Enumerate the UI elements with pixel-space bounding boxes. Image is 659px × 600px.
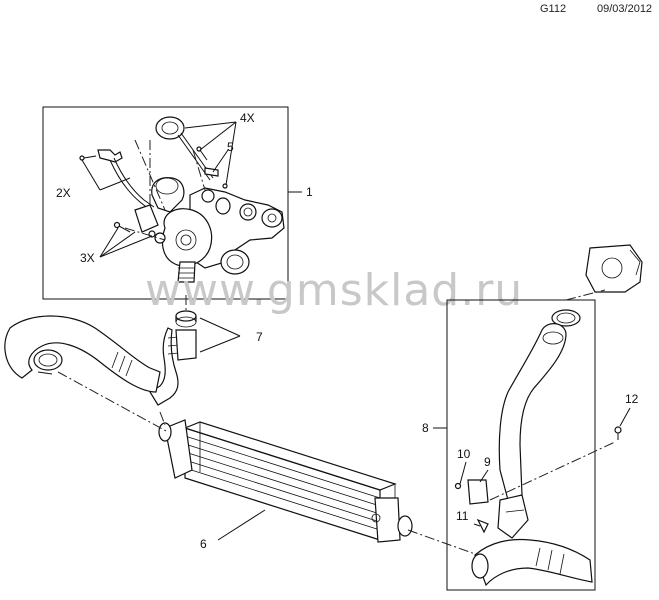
leader-3x-b <box>99 231 136 258</box>
leader-12 <box>619 407 631 427</box>
flow-line-c <box>57 371 169 433</box>
leader-11 <box>473 523 481 527</box>
drawing-code: G112 <box>540 3 567 15</box>
callout-6: 6 <box>200 537 207 551</box>
callout-11: 11 <box>456 509 469 523</box>
watermark: www.gmsklad.ru <box>145 265 523 316</box>
flow-line-e <box>565 289 606 301</box>
intake-hose-short <box>149 327 197 406</box>
clamp-7 <box>175 310 197 328</box>
clip-11 <box>476 518 489 534</box>
leader-9 <box>479 469 489 483</box>
leader-5 <box>212 149 229 173</box>
leader-4x-c <box>225 121 237 186</box>
turbocharger-assembly <box>79 116 285 283</box>
callout-8: 8 <box>422 421 429 435</box>
callout-12: 12 <box>625 392 639 406</box>
boost-pressure-sensor <box>467 479 489 505</box>
callout-9: 9 <box>484 455 491 469</box>
flow-line-d <box>407 529 479 556</box>
callout-5: 5 <box>227 140 234 154</box>
charge-air-hose <box>497 309 581 539</box>
leader-7-a <box>199 317 241 337</box>
leader-3x-a <box>99 227 119 258</box>
callout-3x: 3X <box>80 251 95 265</box>
screw-12 <box>614 426 622 434</box>
callout-10: 10 <box>457 447 471 461</box>
leader-3x-c <box>99 235 153 258</box>
callout-7: 7 <box>256 330 263 344</box>
turbocharger-group-frame <box>42 106 289 300</box>
callout-1: 1 <box>306 185 313 199</box>
throttle-body <box>585 244 643 293</box>
flow-line-f <box>489 441 616 501</box>
leader-2x-b <box>81 159 101 191</box>
leader-10 <box>459 461 467 485</box>
leader-4x-a <box>184 121 237 129</box>
leader-2x-a <box>99 177 131 191</box>
drawing-date: 09/03/2012 <box>597 3 653 15</box>
screw-10 <box>454 482 462 490</box>
callout-4x: 4X <box>240 111 255 125</box>
intercooler <box>158 419 413 543</box>
leader-7-b <box>199 335 241 353</box>
intake-hose-long <box>4 315 161 393</box>
flow-line-b <box>159 411 166 426</box>
lower-hose-elbow <box>471 538 593 587</box>
leader-6 <box>217 509 266 541</box>
callout-2x: 2X <box>56 186 71 200</box>
throttle-group-frame <box>446 299 596 591</box>
leader-4x-b <box>199 121 237 151</box>
